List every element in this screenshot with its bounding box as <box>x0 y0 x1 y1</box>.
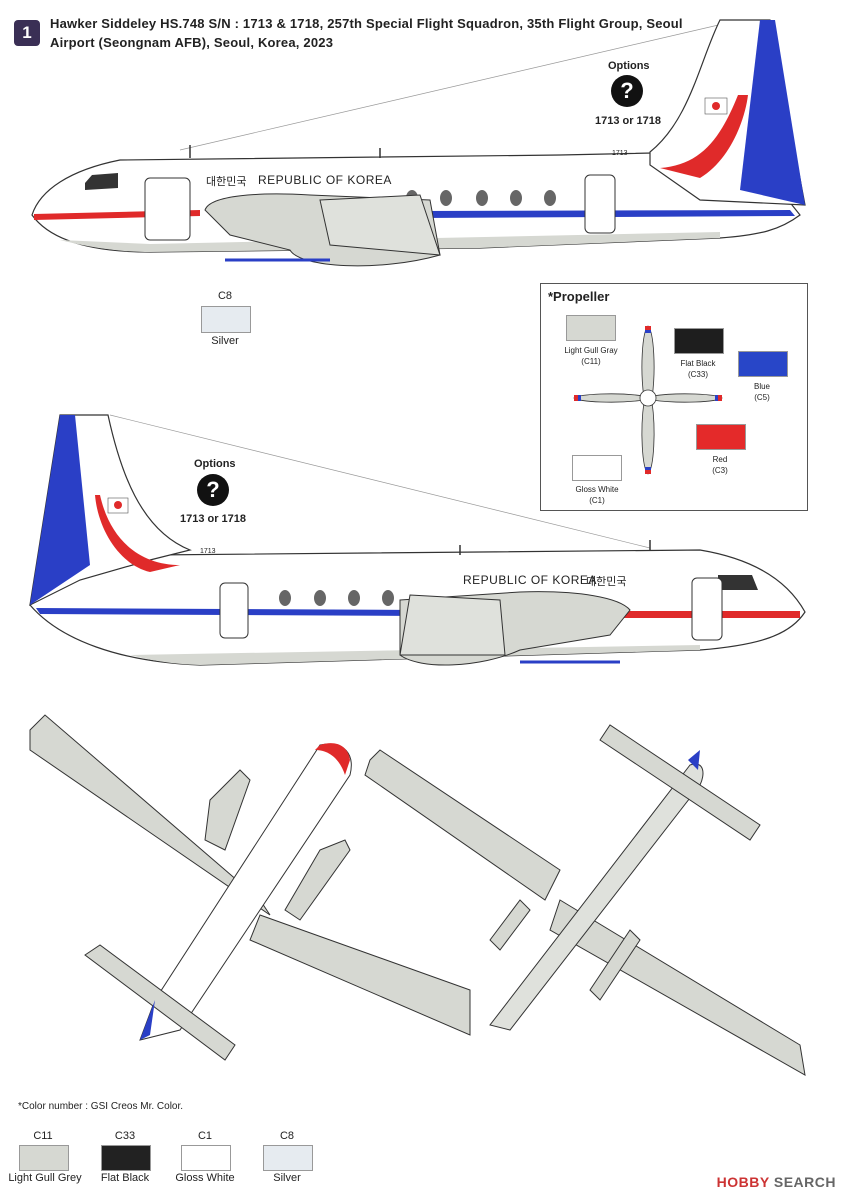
profile-number-badge: 1 <box>14 20 40 46</box>
serial-number-2: 1713 <box>200 548 216 555</box>
guide-line <box>179 19 741 151</box>
legend-code-c11: C11 <box>33 1130 53 1142</box>
tail-blue <box>740 20 805 205</box>
rear-door <box>219 582 249 639</box>
options-question-icon-2: ? <box>197 474 229 506</box>
swatch-light-gull-gray <box>566 315 616 341</box>
bottom-view <box>364 724 806 1076</box>
bottom-view-nacelle-right <box>589 929 641 1001</box>
legend-swatch-c8 <box>263 1145 313 1171</box>
legend-swatch-c33 <box>101 1145 151 1171</box>
front-door <box>691 577 723 641</box>
legend-swatch-c1 <box>181 1145 231 1171</box>
propeller-diagram <box>573 325 723 475</box>
rear-door <box>584 174 616 234</box>
top-view-tailplane <box>84 944 236 1061</box>
bottom-view-wing-left <box>364 749 561 901</box>
cockpit-windows <box>718 575 758 590</box>
top-view-nose-red <box>315 743 350 775</box>
serial-number: 1713 <box>612 150 628 157</box>
label-light-gull-gray: Light Gull Gray <box>564 346 618 355</box>
options-label-2: Options <box>194 458 236 470</box>
swatch-red <box>696 424 746 450</box>
fuselage-text: REPUBLIC OF KOREA <box>258 173 392 187</box>
tail-blue <box>30 415 90 605</box>
callout-swatch <box>201 306 251 333</box>
callout-name: Silver <box>211 335 239 347</box>
flag-taeguk <box>712 102 720 110</box>
options-values: 1713 or 1718 <box>594 115 662 127</box>
side-profile-left-view <box>31 19 806 267</box>
guide-line <box>109 414 651 549</box>
callout-code: C8 <box>217 290 233 302</box>
watermark: HOBBY SEARCH <box>716 1174 836 1190</box>
tail-red-stripe <box>95 495 180 572</box>
top-view <box>29 714 471 1061</box>
top-view-nacelle-right <box>284 839 351 921</box>
bottom-view-tail-blue <box>688 750 700 770</box>
top-view-wing-left <box>29 714 271 916</box>
side-profile-right-view <box>29 414 806 666</box>
bottom-view-nacelle-left <box>489 899 531 951</box>
options-label: Options <box>608 60 650 72</box>
swatch-flat-black <box>674 328 724 354</box>
legend-name-c33: Flat Black <box>100 1172 150 1184</box>
propeller-title: *Propeller <box>548 289 610 304</box>
options-question-icon: ? <box>611 75 643 107</box>
footnote: *Color number : GSI Creos Mr. Color. <box>18 1101 184 1112</box>
swatch-blue <box>738 351 788 377</box>
prop-spinner <box>639 389 657 407</box>
legend-name-c8: Silver <box>273 1172 301 1184</box>
plan-views <box>29 714 806 1076</box>
legend-swatch-c11 <box>19 1145 69 1171</box>
legend-code-c8: C8 <box>279 1130 295 1142</box>
top-view-nacelle-left <box>204 769 251 851</box>
flag-taeguk <box>114 501 122 509</box>
wing-root <box>399 594 506 656</box>
front-door <box>144 177 191 241</box>
korean-text: 대한민국 <box>206 176 247 188</box>
korean-text-2: 대한민국 <box>586 576 627 588</box>
top-view-tail-blue <box>140 1000 155 1040</box>
cabin-windows <box>279 590 394 606</box>
cockpit-windows <box>85 173 118 190</box>
wing-root <box>319 194 441 256</box>
swatch-gloss-white <box>572 455 622 481</box>
legend-code-c1: C1 <box>197 1130 213 1142</box>
legend-name-c1: Gloss White <box>175 1172 235 1184</box>
fuselage-text-2: REPUBLIC OF KOREA <box>463 573 597 587</box>
legend-code-c33: C33 <box>114 1130 136 1142</box>
tail-red-stripe <box>660 95 748 178</box>
options-values-2: 1713 or 1718 <box>179 513 247 525</box>
top-view-wing-right <box>249 914 471 1036</box>
prop-blade-top <box>641 325 655 399</box>
bottom-view-wing-right <box>549 899 806 1076</box>
legend-name-c11: Light Gull Grey <box>8 1172 82 1184</box>
bottom-view-tailplane <box>599 724 761 841</box>
page-title: Hawker Siddeley HS.748 S/N : 1713 & 1718… <box>50 16 683 50</box>
